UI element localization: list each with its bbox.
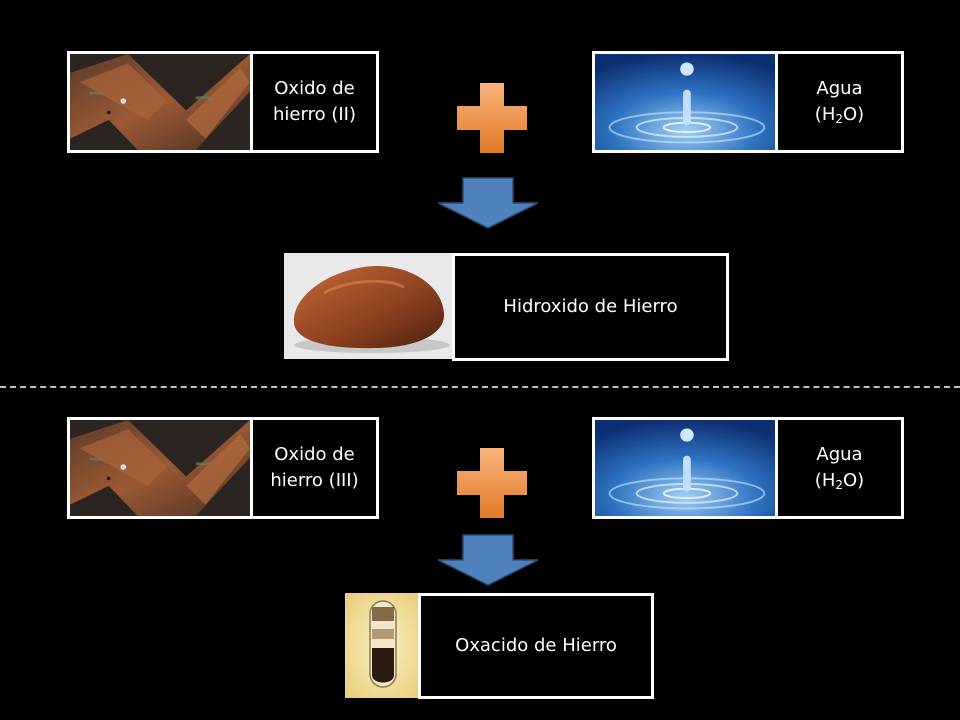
reactant-2-label: Agua (H2O) — [814, 77, 865, 126]
rusty-iron-image — [67, 51, 253, 153]
iron-rock-image — [284, 253, 456, 359]
reactant-1-label-box: Oxido de hierro (II) — [250, 51, 379, 153]
plus-icon — [457, 448, 527, 518]
product-1-label: Hidroxido de Hierro — [503, 295, 678, 317]
reactant-1-label: Oxido de hierro (III) — [270, 443, 359, 491]
reactant-1-label: Oxido de hierro (II) — [273, 77, 356, 125]
water-drop-image — [592, 51, 778, 153]
water-drop-image — [592, 417, 778, 519]
product-2-label: Oxacido de Hierro — [455, 634, 617, 656]
reactant-2-label-box: Agua (H2O) — [775, 51, 904, 153]
product-1-label-box: Hidroxido de Hierro — [452, 253, 729, 361]
reactant-2-label: Agua (H2O) — [814, 443, 865, 492]
reactant-1-label-box: Oxido de hierro (III) — [250, 417, 379, 519]
product-2-label-box: Oxacido de Hierro — [418, 593, 654, 699]
reactant-2-label-box: Agua (H2O) — [775, 417, 904, 519]
down-arrow-icon — [437, 534, 539, 586]
test-tube-image — [345, 593, 422, 698]
plus-icon — [457, 83, 527, 153]
down-arrow-icon — [437, 177, 539, 229]
section-divider — [0, 386, 960, 388]
rusty-iron-image — [67, 417, 253, 519]
